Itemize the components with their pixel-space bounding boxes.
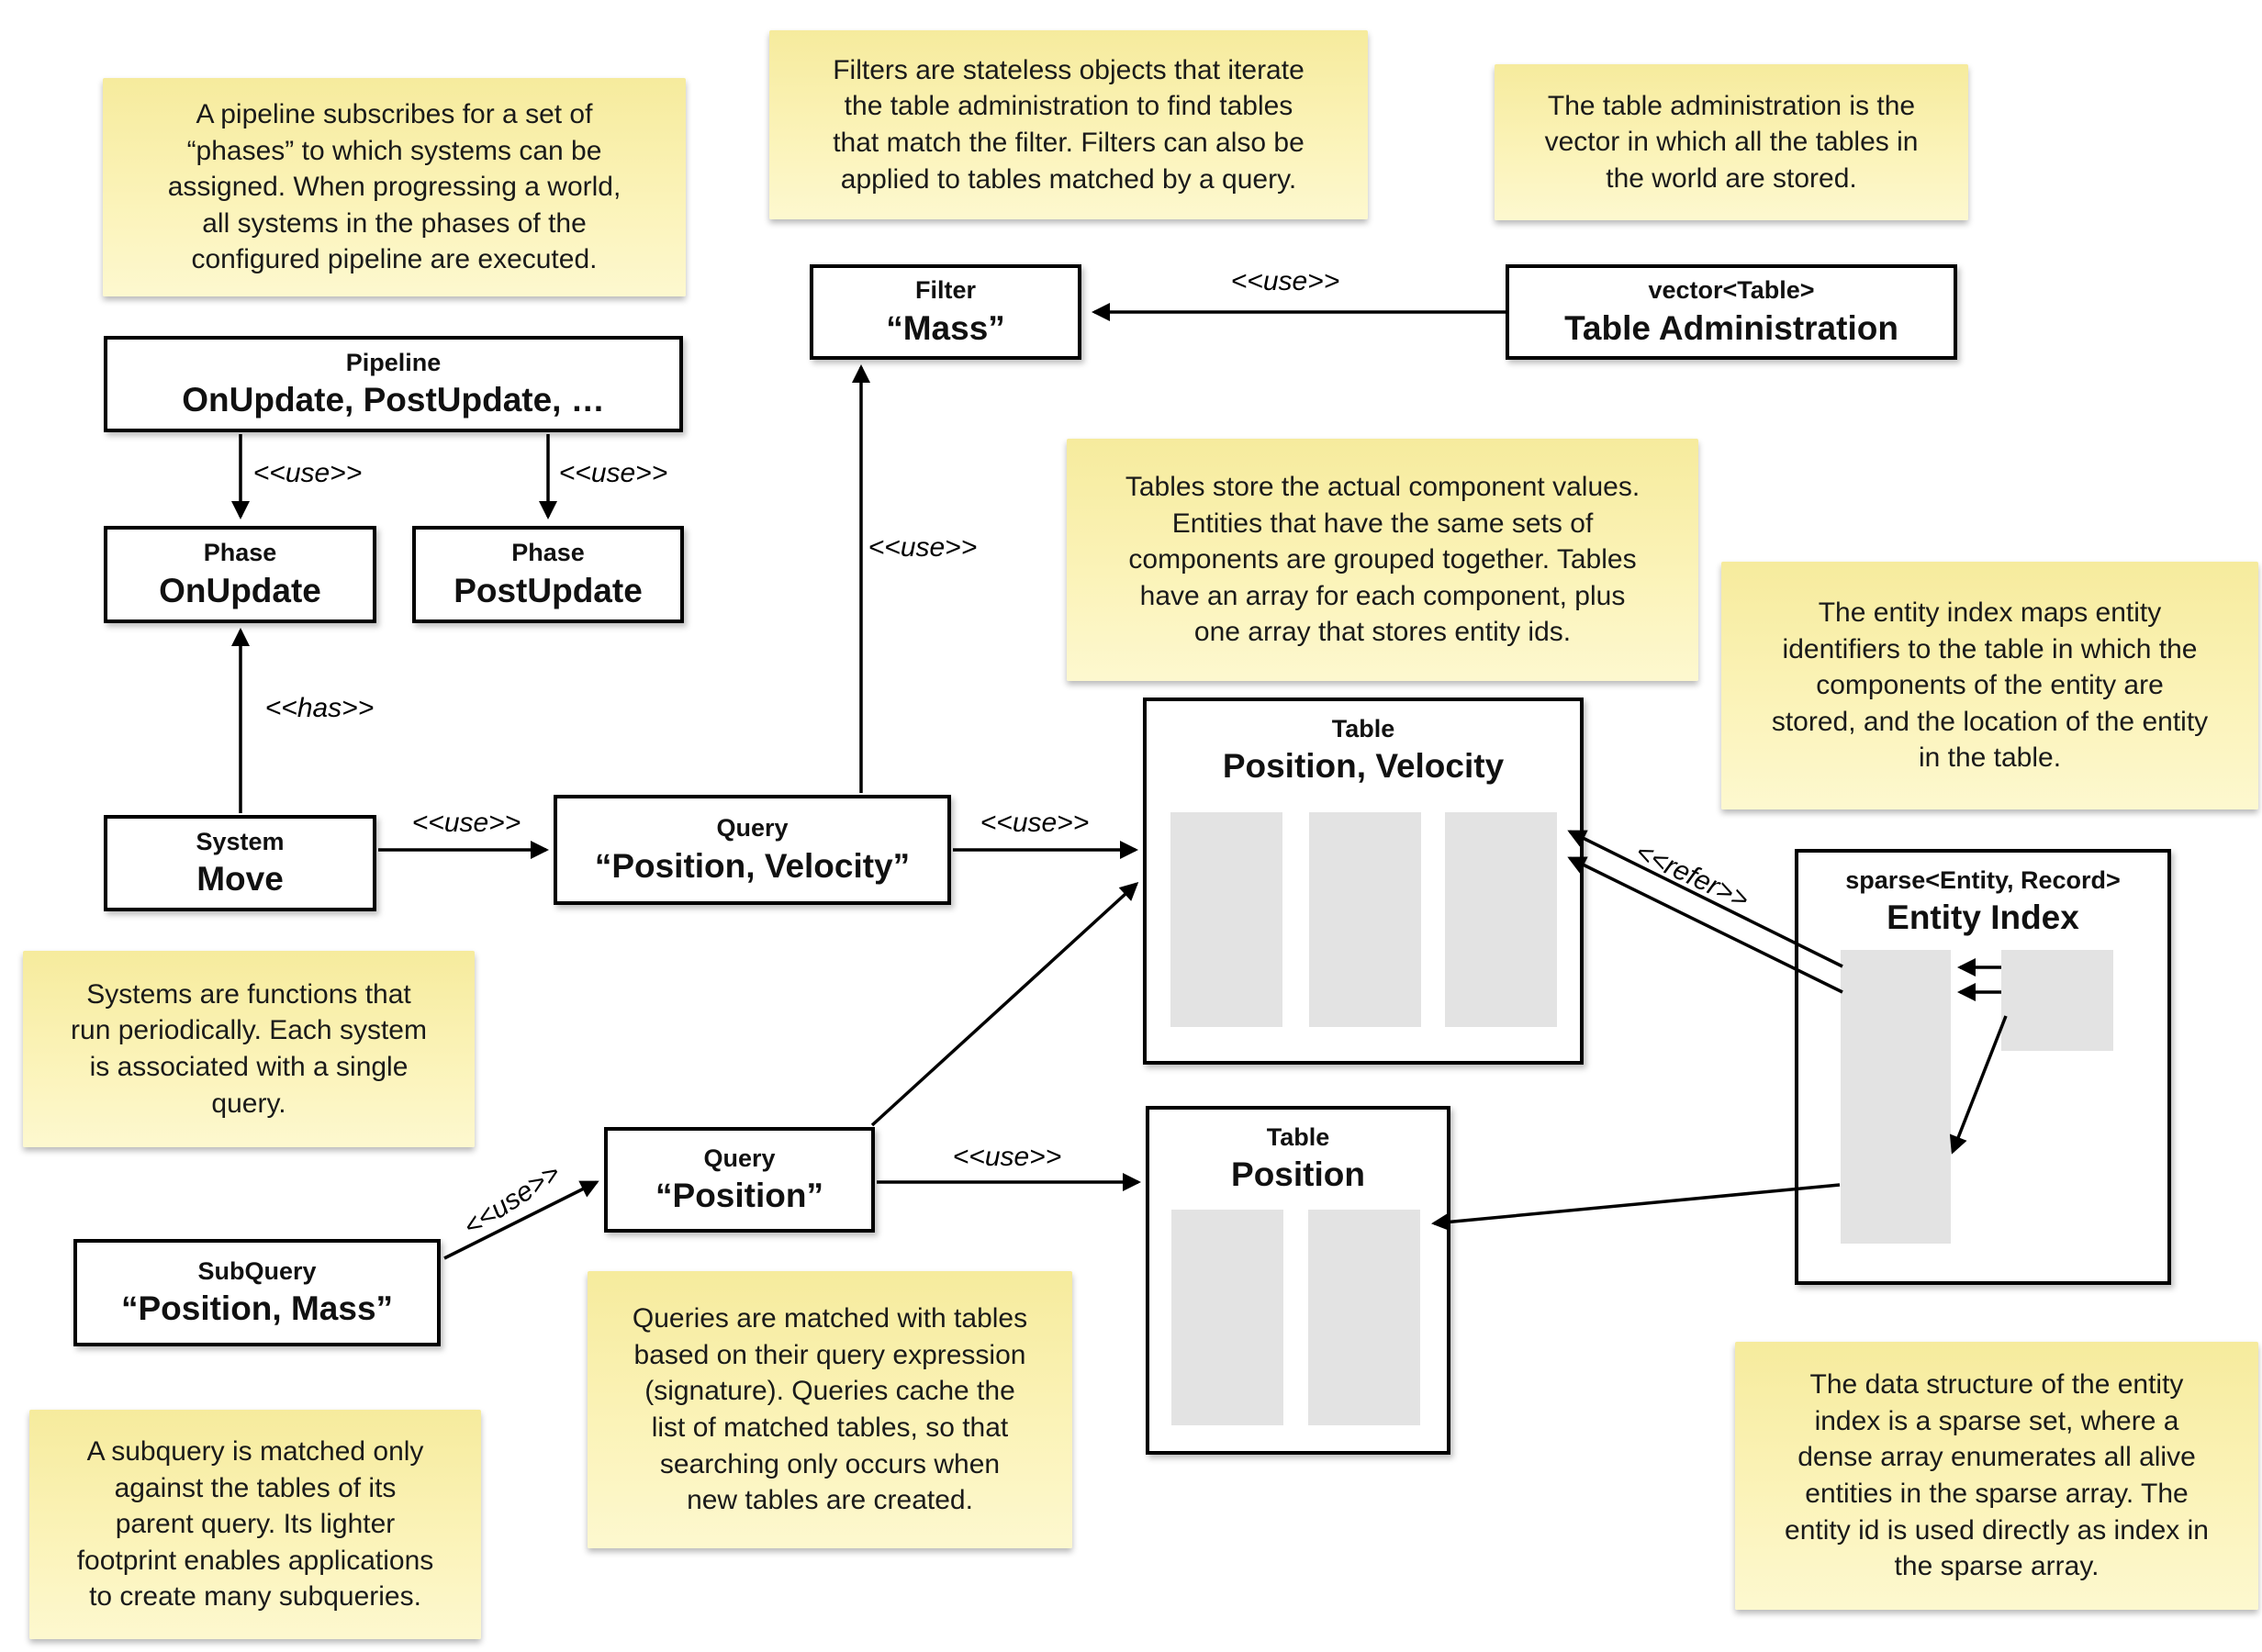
note-entity-index: The entity index maps entity identifiers… <box>1721 562 2258 809</box>
system-move-stereotype: System <box>196 827 285 855</box>
entity-index-stereotype: sparse<Entity, Record> <box>1845 866 2121 894</box>
note-sparse-set: The data structure of the entity index i… <box>1735 1342 2258 1610</box>
note-table-admin: The table administration is the vector i… <box>1495 64 1968 220</box>
entity-id-array-column <box>1445 812 1557 1027</box>
uml-box-pipeline: Pipeline OnUpdate, PostUpdate, … <box>104 336 683 432</box>
uml-box-system-move: System Move <box>104 815 376 911</box>
edge-sparse-to-table-p <box>1431 1183 1841 1232</box>
phase-onupdate-name: OnUpdate <box>159 571 321 609</box>
uml-box-query-position-velocity: Query “Position, Velocity” <box>554 795 951 905</box>
entity-id-array-column <box>1308 1210 1420 1425</box>
note-subquery: A subquery is matched only against the t… <box>29 1410 481 1639</box>
uml-box-table-position: Table Position <box>1146 1106 1450 1455</box>
use-label-subquery-query: <<use>> <box>458 1157 566 1243</box>
uml-box-subquery: SubQuery “Position, Mass” <box>73 1239 441 1346</box>
uml-box-table-position-velocity: Table Position, Velocity <box>1143 698 1584 1065</box>
component-array-column <box>1170 812 1282 1027</box>
use-label-admin-filter: <<use>> <box>1230 266 1340 296</box>
uml-box-entity-index: sparse<Entity, Record> Entity Index <box>1795 849 2171 1285</box>
component-array-column <box>1309 812 1421 1027</box>
uml-box-phase-postupdate: Phase PostUpdate <box>412 526 684 623</box>
query-p-name: “Position” <box>655 1177 823 1214</box>
uml-box-table-administration: vector<Table> Table Administration <box>1506 264 1957 360</box>
uml-box-phase-onupdate: Phase OnUpdate <box>104 526 376 623</box>
system-move-name: Move <box>196 860 284 898</box>
note-pipeline: A pipeline subscribes for a set of “phas… <box>103 78 686 296</box>
has-label-system-phase: <<has>> <box>264 693 375 723</box>
subquery-name: “Position, Mass” <box>120 1289 394 1327</box>
use-label-query-filter: <<use>> <box>868 532 978 563</box>
use-label-system-query: <<use>> <box>411 808 521 838</box>
refer-label-entity-index: <<refer>> <box>1630 836 1753 916</box>
filter-stereotype: Filter <box>914 276 976 305</box>
sparse-array-block <box>1841 950 1951 1244</box>
table-admin-stereotype: vector<Table> <box>1648 276 1815 305</box>
phase-postupdate-name: PostUpdate <box>454 571 643 609</box>
table-p-name: Position <box>1231 1155 1365 1194</box>
phase-postupdate-stereotype: Phase <box>511 539 585 567</box>
table-admin-name: Table Administration <box>1564 308 1898 347</box>
query-pv-stereotype: Query <box>716 814 789 843</box>
filter-name: “Mass” <box>886 308 1005 347</box>
component-array-column <box>1171 1210 1283 1425</box>
table-pv-name: Position, Velocity <box>1222 747 1505 786</box>
use-label-query-table-pv: <<use>> <box>980 808 1090 838</box>
note-filters: Filters are stateless objects that itera… <box>769 30 1368 219</box>
dense-array-block <box>2001 950 2113 1051</box>
entity-index-name: Entity Index <box>1887 899 2079 937</box>
use-label-pipeline-onupdate: <<use>> <box>252 458 363 488</box>
query-pv-name: “Position, Velocity” <box>594 846 911 885</box>
note-tables: Tables store the actual component values… <box>1067 439 1698 681</box>
pipeline-stereotype: Pipeline <box>345 348 442 376</box>
uml-box-filter: Filter “Mass” <box>810 264 1081 360</box>
use-label-pipeline-postupdate: <<use>> <box>558 458 668 488</box>
note-systems: Systems are functions that run periodica… <box>23 951 475 1147</box>
table-pv-stereotype: Table <box>1331 715 1395 742</box>
pipeline-name: OnUpdate, PostUpdate, … <box>182 381 605 419</box>
query-p-stereotype: Query <box>703 1144 776 1172</box>
note-queries: Queries are matched with tables based on… <box>588 1271 1072 1548</box>
edge-query-p-to-table-pv <box>870 881 1139 1127</box>
uml-box-query-position: Query “Position” <box>604 1127 875 1233</box>
subquery-stereotype: SubQuery <box>197 1256 317 1285</box>
phase-onupdate-stereotype: Phase <box>203 539 277 567</box>
use-label-query-table-p: <<use>> <box>952 1142 1062 1172</box>
table-p-stereotype: Table <box>1266 1123 1330 1151</box>
